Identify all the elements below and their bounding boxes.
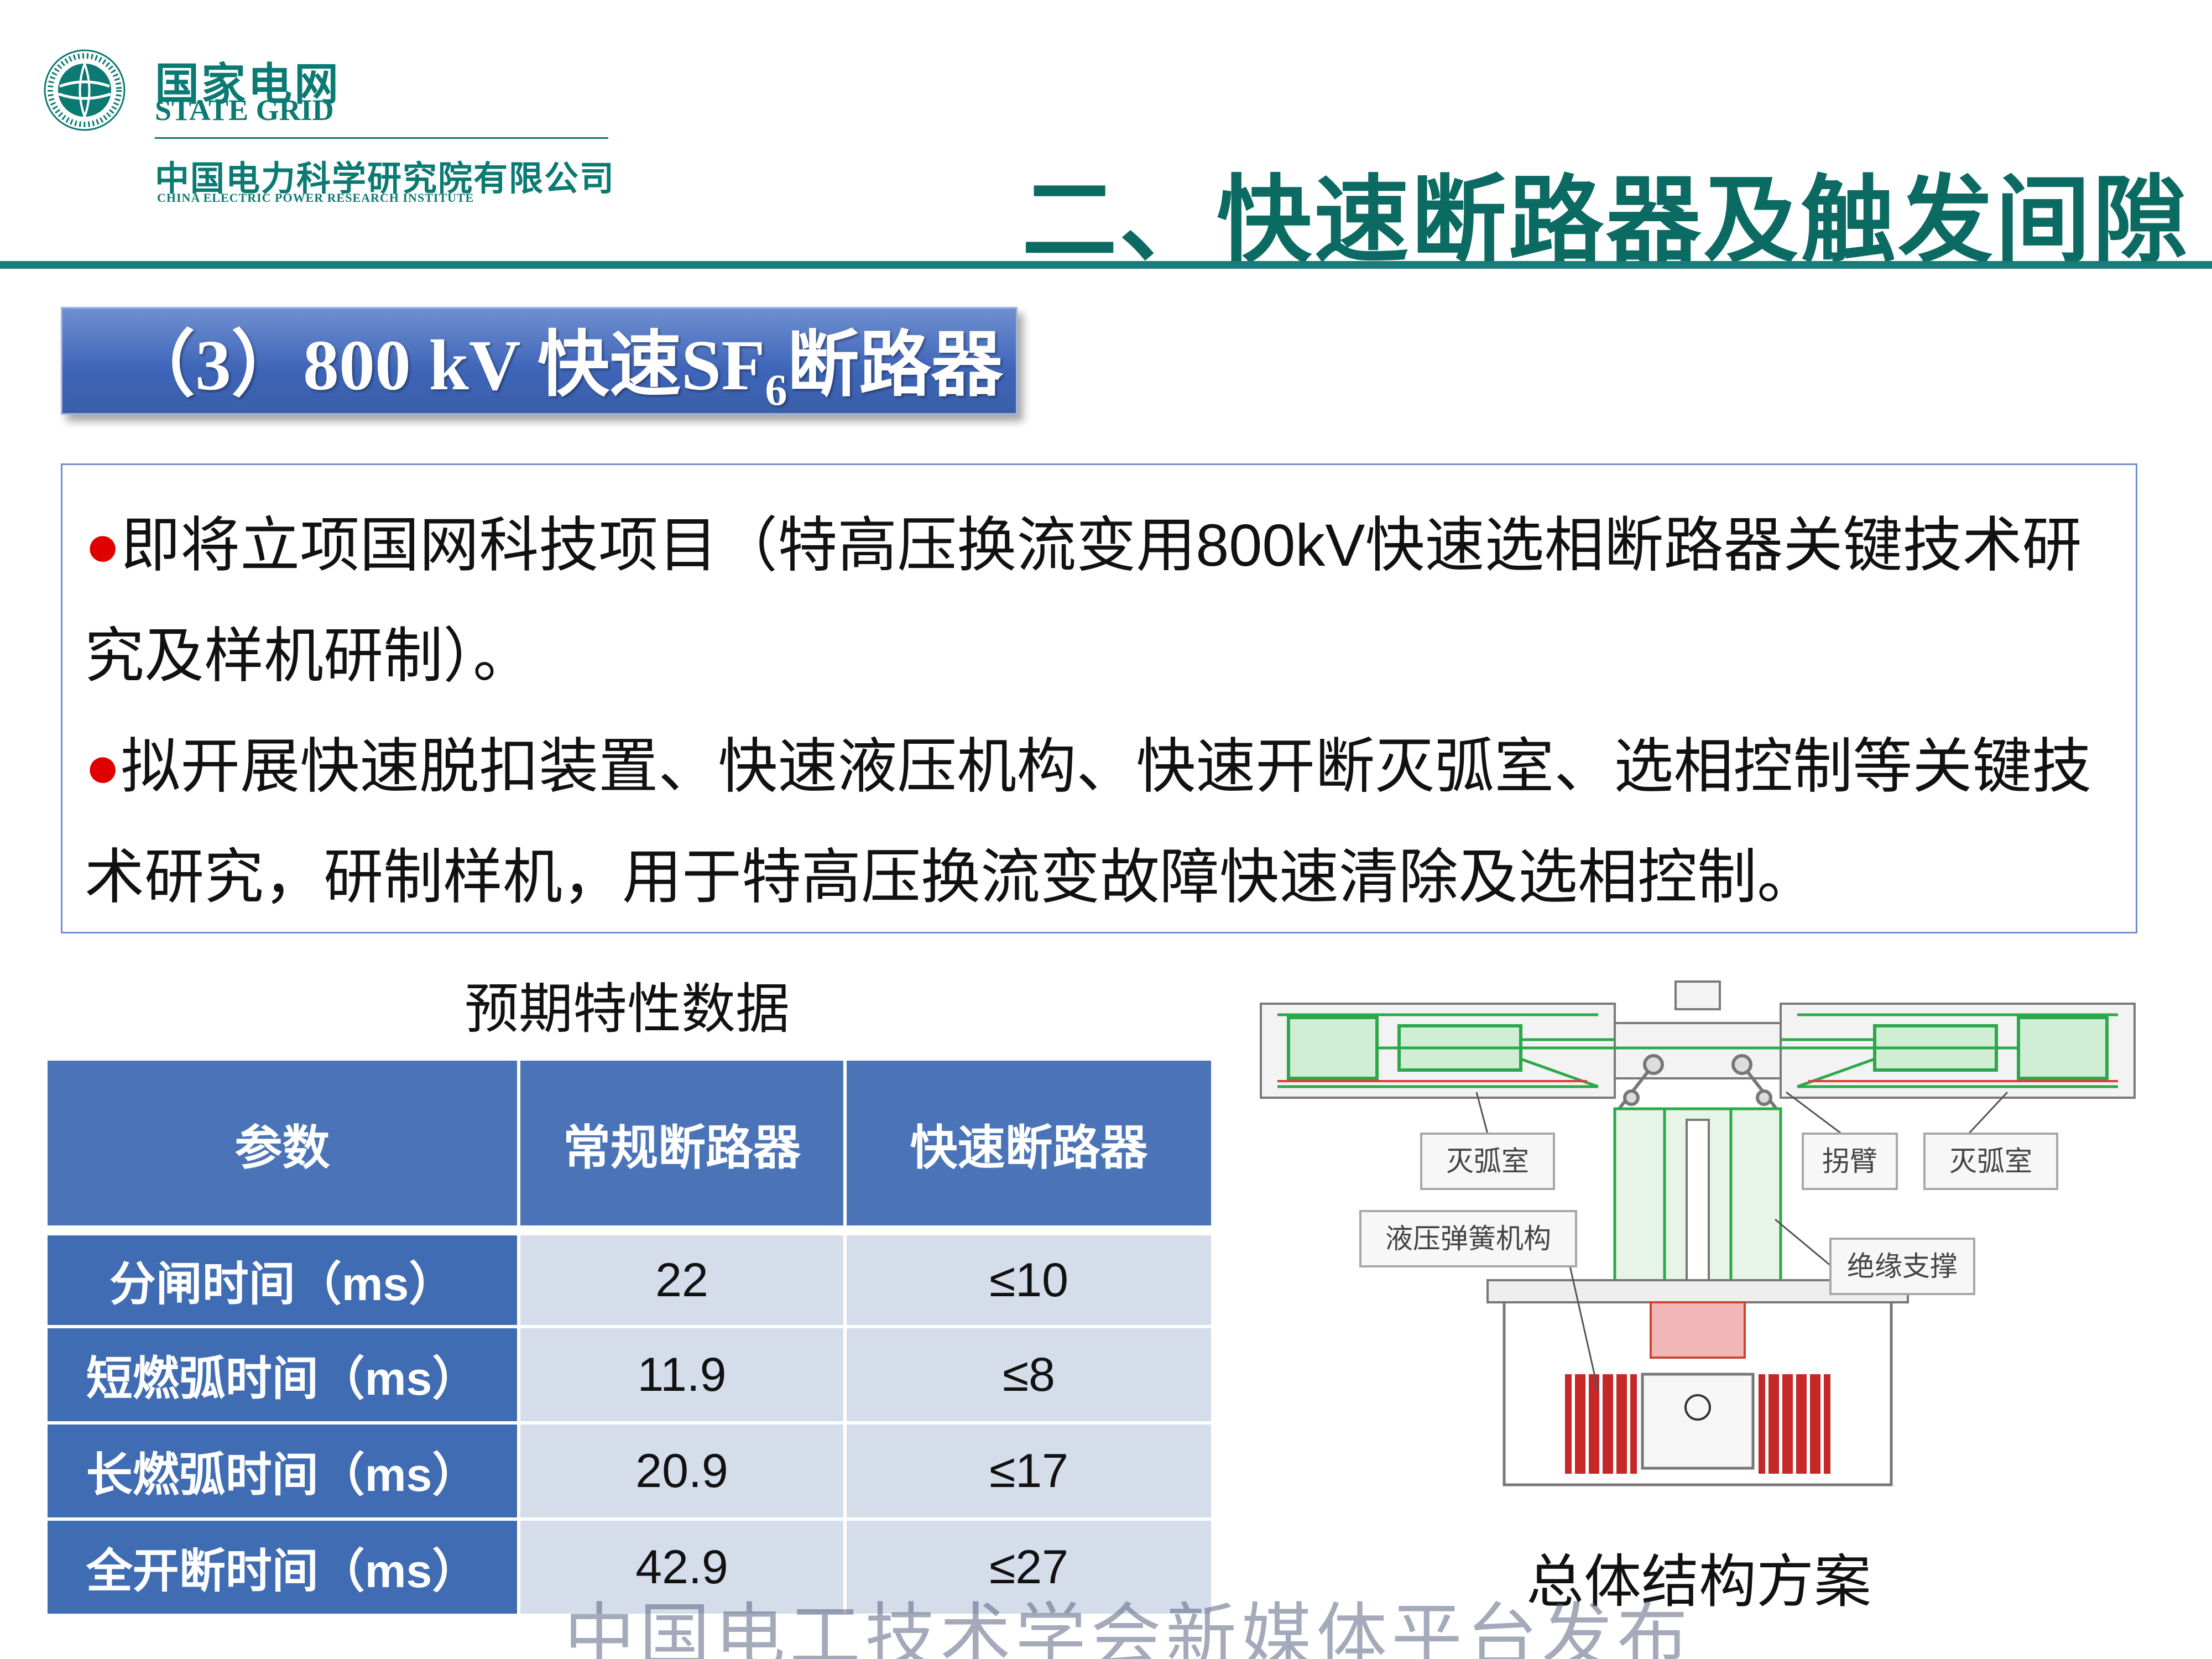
table-row: 分闸时间（ms） 22 ≤10 (44, 1225, 1214, 1328)
label-insulation-support: 绝缘支撑 (1847, 1251, 1958, 1282)
logo-divider (155, 137, 608, 139)
institute-name-cn: 中国电力科学研究院有限公司 (155, 160, 615, 198)
row-header: 短燃弧时间（ms） (44, 1325, 520, 1425)
table-cell: 11.9 (517, 1325, 847, 1425)
breaker-structure-diagram: 灭弧室 拐臂 灭弧室 液压弹簧机构 绝缘支撑 (1260, 980, 2136, 1486)
row-header: 全开断时间（ms） (44, 1517, 520, 1617)
column-header-conventional: 常规断路器 (517, 1057, 847, 1232)
bullet-marker-icon: ● (85, 733, 121, 800)
table-row: 长燃弧时间（ms） 20.9 ≤17 (44, 1421, 1214, 1521)
section-heading-prefix: （3）800 kV 快速SF (123, 325, 765, 405)
watermark-text: 中国电工技术学会新媒体平台发布 (564, 1595, 1693, 1659)
bullet-marker-icon: ● (85, 512, 121, 578)
state-grid-logo-icon (44, 49, 126, 131)
section-heading-suffix: 断路器 (787, 325, 1003, 405)
characteristics-table: 参数 常规断路器 快速断路器 分闸时间（ms） 22 ≤10 短燃弧时间（ms）… (44, 1057, 1214, 1617)
label-hydraulic-spring-mechanism: 液压弹簧机构 (1385, 1223, 1551, 1254)
table-cell: ≤27 (843, 1517, 1214, 1617)
logo-cn-text: 国家电网 (155, 60, 341, 109)
institute-name-en: CHINA ELECTRIC POWER RESEARCH INSTITUTE (157, 191, 474, 205)
table-row: 短燃弧时间（ms） 11.9 ≤8 (44, 1325, 1214, 1425)
section-heading-subscript: 6 (765, 366, 787, 415)
table-cell: 20.9 (517, 1421, 847, 1521)
section-heading: （3）800 kV 快速SF6断路器 (123, 306, 1003, 416)
diagram-caption: 总体结构方案 (1526, 1550, 1872, 1614)
page-title: 二、快速断路器及触发间隙 (1022, 168, 2190, 274)
label-crank-arm: 拐臂 (1822, 1146, 1877, 1177)
table-header-row: 参数 常规断路器 快速断路器 (44, 1057, 1214, 1232)
row-header: 长燃弧时间（ms） (44, 1421, 520, 1521)
header-divider (0, 261, 2212, 269)
section-heading-banner: （3）800 kV 快速SF6断路器 (61, 307, 1018, 415)
table-row: 全开断时间（ms） 42.9 ≤27 (44, 1517, 1214, 1617)
table-cell: 42.9 (517, 1517, 847, 1617)
logo-en-text: STATE GRID (155, 93, 334, 127)
table-cell: ≤10 (843, 1225, 1214, 1328)
label-arc-chamber-right: 灭弧室 (1949, 1146, 2032, 1177)
table-cell: 22 (517, 1225, 847, 1328)
bullet-list-box: ●即将立项国网科技项目（特高压换流变用800kV快速选相断路器关键技术研究及样机… (61, 463, 2137, 933)
table-cell: ≤17 (843, 1421, 1214, 1521)
bullet-text: 即将立项国网科技项目（特高压换流变用800kV快速选相断路器关键技术研究及样机研… (85, 512, 2082, 689)
column-header-parameter: 参数 (44, 1057, 520, 1232)
row-header: 分闸时间（ms） (44, 1225, 520, 1328)
bullet-item: ●即将立项国网科技项目（特高压换流变用800kV快速选相断路器关键技术研究及样机… (85, 490, 2114, 711)
column-header-fast: 快速断路器 (843, 1057, 1214, 1232)
bullet-text: 拟开展快速脱扣装置、快速液压机构、快速开断灭弧室、选相控制等关键技术研究，研制样… (85, 733, 2092, 910)
label-arc-chamber-left: 灭弧室 (1446, 1146, 1529, 1177)
table-cell: ≤8 (843, 1325, 1214, 1425)
bullet-item: ●拟开展快速脱扣装置、快速液压机构、快速开断灭弧室、选相控制等关键技术研究，研制… (85, 711, 2114, 932)
table-caption: 预期特性数据 (465, 978, 790, 1039)
